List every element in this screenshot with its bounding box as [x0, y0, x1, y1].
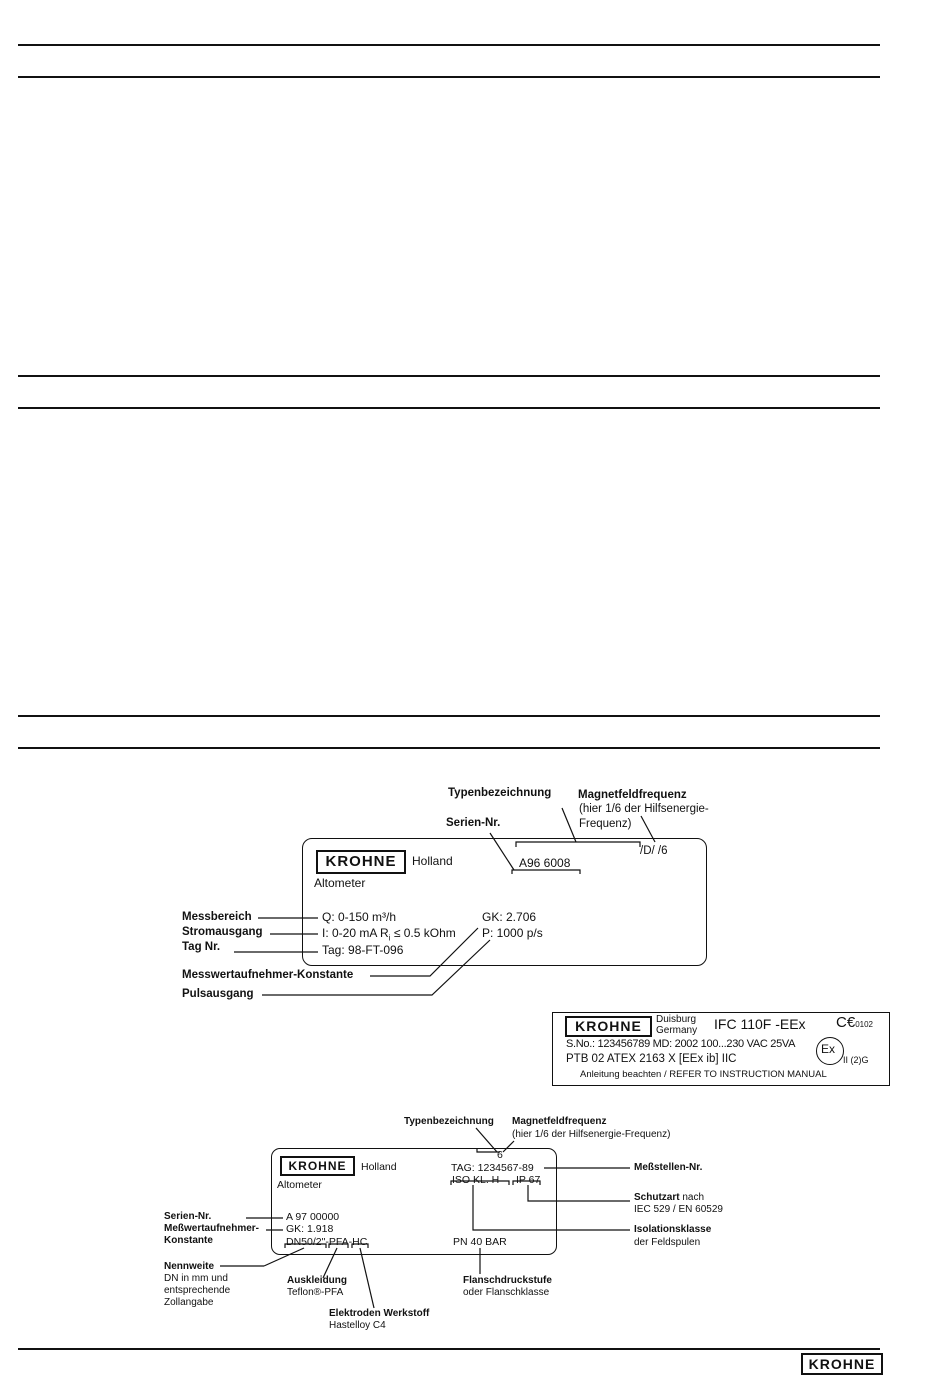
ifc-serial-line: S.No.: 123456789 MD: 2002 100...230 VAC …: [566, 1038, 796, 1050]
label-serien-nr: Serien-Nr.: [446, 817, 501, 829]
plate1-type-suffix: /D/ /6: [640, 845, 668, 857]
section-rule-top-1: [18, 44, 880, 46]
label3-nennweite-1: DN in mm und: [164, 1273, 228, 1284]
plate3-dn: DN50/2"-PFA-HC: [286, 1236, 368, 1248]
nameplate-altometer-2: [271, 1148, 557, 1255]
ifc-model: IFC 110F -EEx: [714, 1016, 806, 1032]
label3-schutzart-norm: IEC 529 / EN 60529: [634, 1204, 723, 1215]
label3-auskleidung-sub: Teflon®-PFA: [287, 1287, 344, 1298]
label-stromausgang: Stromausgang: [182, 926, 263, 938]
label-magnetfeldfrequenz: Magnetfeldfrequenz: [578, 789, 687, 801]
label3-messwertaufnehmer-2: Konstante: [164, 1235, 213, 1246]
section-rule-top-2: [18, 76, 880, 78]
label3-auskleidung: Auskleidung: [287, 1275, 348, 1286]
ifc-ex-class: II (2)G: [843, 1055, 869, 1065]
label-pulsausgang: Pulsausgang: [182, 988, 254, 1000]
plate1-flow-range: Q: 0-150 m³/h: [322, 910, 397, 924]
label3-messwertaufnehmer-1: Meßwertaufnehmer-: [164, 1223, 260, 1234]
plate1-tag: Tag: 98-FT-096: [322, 943, 404, 957]
label-messbereich: Messbereich: [182, 911, 252, 923]
ifc-instruction-note: Anleitung beachten / REFER TO INSTRUCTIO…: [580, 1069, 827, 1080]
krohne-logo: KROHNE: [316, 850, 406, 874]
label3-nennweite-2: entsprechende: [164, 1285, 231, 1296]
plate3-holland: Holland: [361, 1161, 397, 1173]
plate3-ip: IP 67: [516, 1174, 541, 1186]
ce-number: 0102: [855, 1020, 873, 1029]
plate3-six: 6: [497, 1149, 503, 1161]
section-rule-mid-2: [18, 407, 880, 409]
label3-flanschdruckstufe-sub: oder Flanschklasse: [463, 1287, 550, 1298]
plate3-tag: TAG: 1234567-89: [451, 1162, 534, 1174]
label3-serien-nr: Serien-Nr.: [164, 1211, 212, 1222]
plate3-pn: PN 40 BAR: [453, 1236, 507, 1248]
plate1-gk: GK: 2.706: [482, 910, 537, 924]
nameplate-altometer-1: [302, 838, 707, 966]
label3-schutzart-bold: Schutzart: [634, 1192, 680, 1203]
plate1-serial: A96 6008: [519, 856, 571, 870]
label3-typenbezeichnung: Typenbezeichnung: [404, 1116, 494, 1127]
section-rule-low-2: [18, 747, 880, 749]
plate1-current-output-sub: i: [388, 933, 391, 943]
plate3-gk: GK: 1.918: [286, 1223, 334, 1235]
label3-magnetfeldfrequenz: Magnetfeldfrequenz: [512, 1116, 607, 1127]
label3-schutzart-nach: nach: [679, 1192, 705, 1203]
label-typenbezeichnung: Typenbezeichnung: [448, 787, 552, 799]
footer-krohne-logo: KROHNE: [801, 1353, 883, 1375]
plate3-altometer: Altometer: [277, 1179, 322, 1191]
label-tag-nr: Tag Nr.: [182, 941, 221, 953]
label-magnetfeldfrequenz-note-1: (hier 1/6 der Hilfsenergie-: [579, 803, 709, 815]
label-magnetfeldfrequenz-note-2: Frequenz): [579, 818, 632, 830]
plate1-altometer: Altometer: [314, 876, 366, 890]
label3-elektroden: Elektroden Werkstoff: [329, 1308, 430, 1319]
plate1-holland: Holland: [412, 854, 453, 868]
label-messwertaufnehmer-konstante: Messwertaufnehmer-Konstante: [182, 969, 354, 981]
ifc-germany: Germany: [656, 1025, 698, 1036]
ifc-ptb-line: PTB 02 ATEX 2163 X [EEx ib] IIC: [566, 1053, 737, 1065]
krohne-logo-ifc: KROHNE: [565, 1016, 652, 1037]
label3-isolationsklasse: Isolationsklasse: [634, 1224, 712, 1235]
plate3-serial: A 97 00000: [286, 1211, 340, 1223]
plate1-pulse: P: 1000 p/s: [482, 926, 543, 940]
label3-flanschdruckstufe: Flanschdruckstufe: [463, 1275, 552, 1286]
plate1-current-output-main: I: 0-20 mA R: [322, 926, 389, 940]
nameplate-ifc-110f: [552, 1012, 890, 1086]
label3-messstellen-nr: Meßstellen-Nr.: [634, 1162, 703, 1173]
label3-nennweite-3: Zollangabe: [164, 1297, 214, 1308]
ex-icon: [816, 1037, 844, 1065]
section-rule-mid-1: [18, 375, 880, 377]
label3-nennweite: Nennweite: [164, 1261, 215, 1272]
label3-magnetfeldfrequenz-note: (hier 1/6 der Hilfsenergie-Frequenz): [512, 1129, 671, 1140]
ifc-ce-mark: C€0102: [836, 1014, 873, 1031]
plate3-iso: ISO KL. H: [452, 1174, 500, 1186]
footer-rule: [18, 1348, 880, 1350]
ifc-duisburg: Duisburg: [656, 1014, 697, 1025]
krohne-logo-plate3: KROHNE: [280, 1156, 355, 1176]
ce-mark-icon: C€: [836, 1014, 856, 1031]
section-rule-low-1: [18, 715, 880, 717]
ex-icon-text: Ex: [821, 1042, 836, 1056]
label3-isolationsklasse-sub: der Feldspulen: [634, 1237, 701, 1248]
plate1-current-output-tail: ≤ 0.5 kOhm: [390, 926, 456, 940]
label3-schutzart: Schutzart nach: [634, 1192, 704, 1204]
label3-elektroden-sub: Hastelloy C4: [329, 1320, 386, 1331]
plate1-current-output: I: 0-20 mA Ri ≤ 0.5 kOhm: [322, 926, 456, 943]
